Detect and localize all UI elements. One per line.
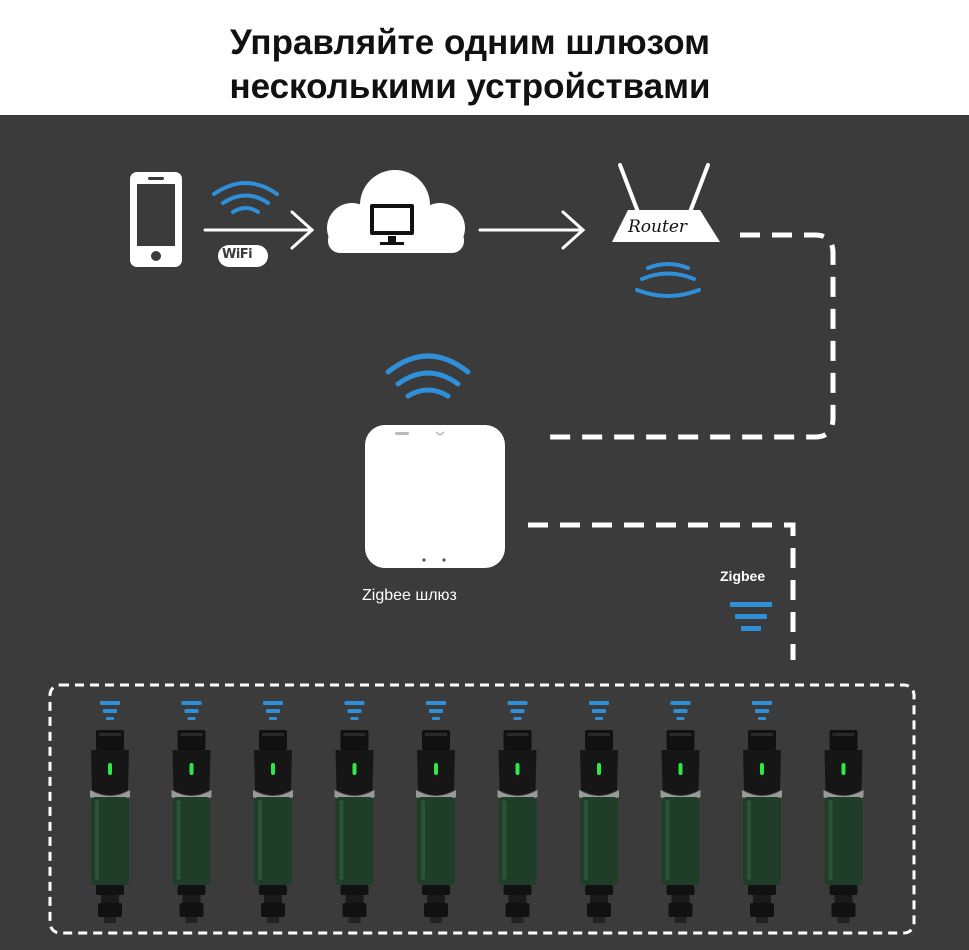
wifi-badge-icon bbox=[218, 245, 268, 267]
device-signal-icon bbox=[507, 701, 528, 720]
devices-row bbox=[90, 701, 864, 923]
device-signal-icon bbox=[670, 701, 691, 720]
dashed-link-router-gateway bbox=[540, 232, 836, 440]
devices-group-frame bbox=[48, 683, 916, 935]
device-signal-icon bbox=[181, 701, 202, 720]
water-valve-icon bbox=[823, 730, 864, 923]
water-valve-icon bbox=[90, 701, 130, 923]
arrow-cloud-router bbox=[478, 210, 586, 250]
arrow-phone-cloud bbox=[203, 210, 315, 250]
title-line-1: Управляйте одним шлюзом bbox=[229, 23, 711, 62]
router-wifi-icon bbox=[635, 262, 701, 298]
water-valve-icon bbox=[416, 701, 456, 923]
water-valve-icon bbox=[742, 701, 782, 923]
router-label: Router bbox=[628, 217, 688, 237]
header: Управляйте одним шлюзом несколькими устр… bbox=[0, 0, 969, 115]
zigbee-label: Zigbee bbox=[720, 568, 766, 584]
gateway-label: Zigbee шлюз bbox=[362, 587, 457, 604]
gateway-icon bbox=[365, 425, 505, 568]
device-signal-icon bbox=[100, 701, 120, 720]
wifi-badge-label: WiFi bbox=[222, 247, 253, 262]
device-signal-icon bbox=[752, 701, 772, 720]
gateway-wifi-icon bbox=[385, 353, 471, 399]
water-valve-icon bbox=[660, 701, 701, 923]
water-valve-icon bbox=[334, 701, 375, 923]
device-signal-icon bbox=[344, 701, 365, 720]
water-valve-icon bbox=[497, 701, 538, 923]
water-valve-icon bbox=[253, 701, 293, 923]
router-icon bbox=[612, 163, 720, 242]
device-signal-icon bbox=[263, 701, 283, 720]
title-line-2: несколькими устройствами bbox=[229, 67, 711, 106]
zigbee-signal-icon bbox=[730, 602, 772, 631]
water-valve-icon bbox=[171, 701, 212, 923]
wifi-signal-icon bbox=[212, 181, 279, 214]
dashed-link-gateway-devices bbox=[528, 522, 796, 660]
smartphone-icon bbox=[130, 172, 182, 267]
monitor-icon bbox=[370, 204, 414, 245]
device-signal-icon bbox=[426, 701, 446, 720]
water-valve-icon bbox=[579, 701, 619, 923]
device-signal-icon bbox=[589, 701, 609, 720]
